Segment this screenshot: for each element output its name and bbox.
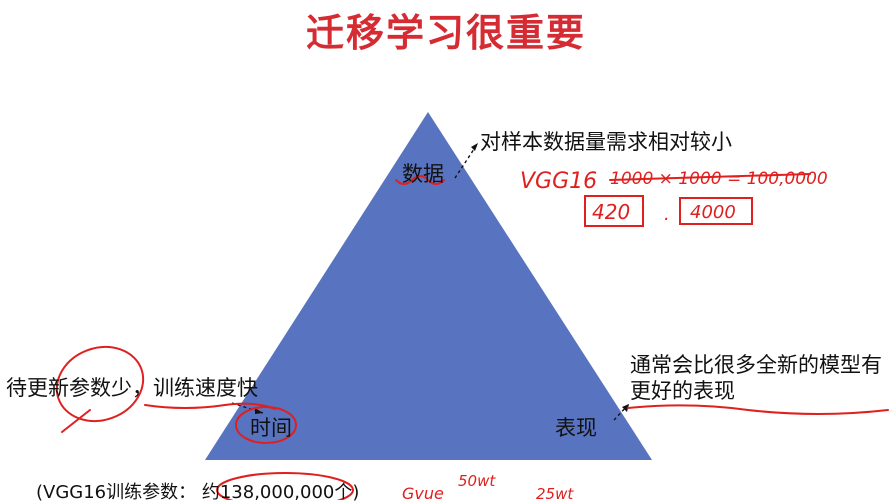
hand-box1: 420 — [592, 200, 630, 224]
hand-box2: 4000 — [690, 202, 736, 223]
vertex-data-label: 数据 — [402, 162, 444, 186]
hand-bottom1: Gvue — [402, 484, 444, 500]
triangle-shape — [205, 112, 652, 460]
performance-annotation-line1: 通常会比很多全新的模型有 — [630, 353, 882, 377]
performance-annotation-line2: 更好的表现 — [630, 379, 735, 403]
vertex-performance-label: 表现 — [555, 416, 597, 440]
handwritten-marks — [55, 173, 889, 500]
hand-bottom2: 50wt — [458, 472, 496, 490]
time-annotation: 待更新参数少，训练速度快 — [6, 376, 258, 400]
hand-model: VGG16 — [520, 169, 597, 194]
hand-calc: 1000 × 1000 = 100,0000 — [610, 169, 828, 189]
footnote: (VGG16训练参数： 约138,000,000个) — [36, 482, 360, 503]
hand-bottom3: 25wt — [536, 485, 574, 500]
arrow-heads — [255, 143, 629, 414]
vertex-time-label: 时间 — [250, 416, 292, 440]
data-annotation: 对样本数据量需求相对较小 — [480, 130, 732, 154]
page-title: 迁移学习很重要 — [305, 11, 586, 55]
hand-dot: . — [664, 204, 670, 225]
